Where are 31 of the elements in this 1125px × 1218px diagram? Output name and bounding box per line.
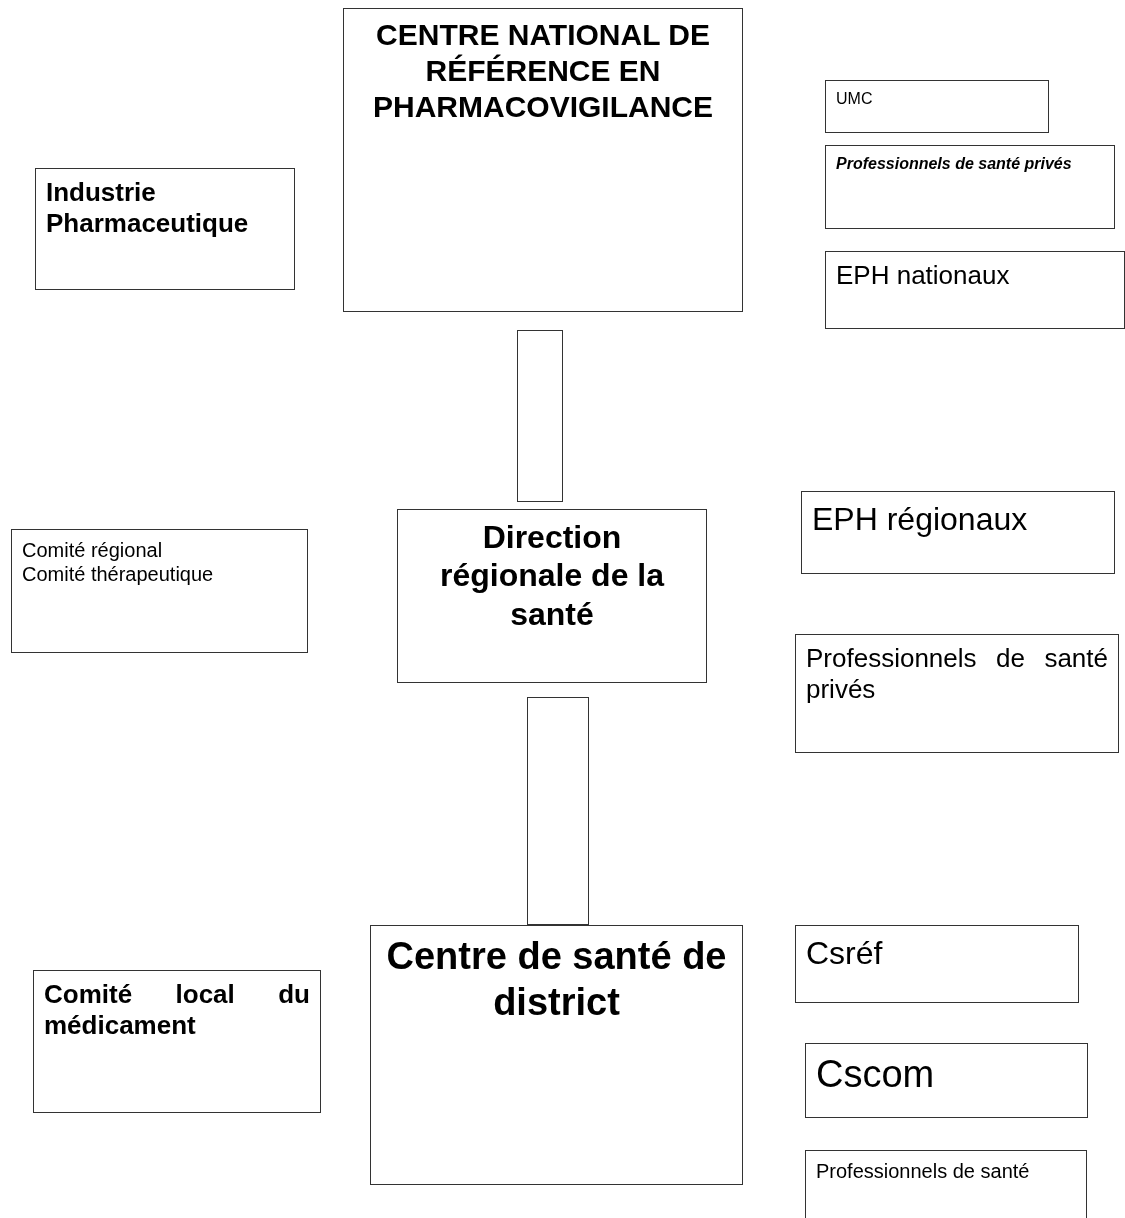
box-label: Professionnels de santé <box>816 1159 1031 1183</box>
box-label: Comité local du médicament <box>44 979 310 1042</box>
box-label: Comité régional <box>22 538 164 562</box>
org-box <box>825 80 1049 133</box>
box-label: Professionnels de santé privés <box>836 154 1073 174</box>
box-label: EPH régionaux <box>812 500 1029 539</box>
org-box <box>805 1150 1087 1218</box>
org-box <box>795 634 1119 753</box>
box-label: Comité thérapeutique <box>22 562 215 586</box>
org-box <box>33 970 321 1113</box>
org-box <box>825 145 1115 229</box>
org-box <box>795 925 1079 1003</box>
org-box <box>370 925 743 1185</box>
org-box <box>397 509 707 683</box>
box-label: EPH nationaux <box>836 260 1011 292</box>
box-label: UMC <box>836 89 874 109</box>
box-label: Cscom <box>816 1052 936 1097</box>
org-box <box>801 491 1115 574</box>
connector-bar <box>527 697 589 925</box>
connector-bar <box>517 330 563 502</box>
box-label: Industrie Pharmaceutique <box>46 177 250 240</box>
box-label: Csréf <box>806 934 884 973</box>
box-label: CENTRE NATIONAL DE RÉFÉRENCE EN PHARMACOVIGILANCE <box>372 17 714 125</box>
org-box <box>35 168 295 290</box>
org-box <box>11 529 308 653</box>
org-box <box>805 1043 1088 1118</box>
org-box <box>825 251 1125 329</box>
org-box <box>343 8 743 312</box>
box-label: Centre de santé de district <box>385 934 728 1025</box>
box-label: Professionnels de santé privés <box>806 643 1108 706</box>
box-label: Direction régionale de la santé <box>438 518 666 634</box>
